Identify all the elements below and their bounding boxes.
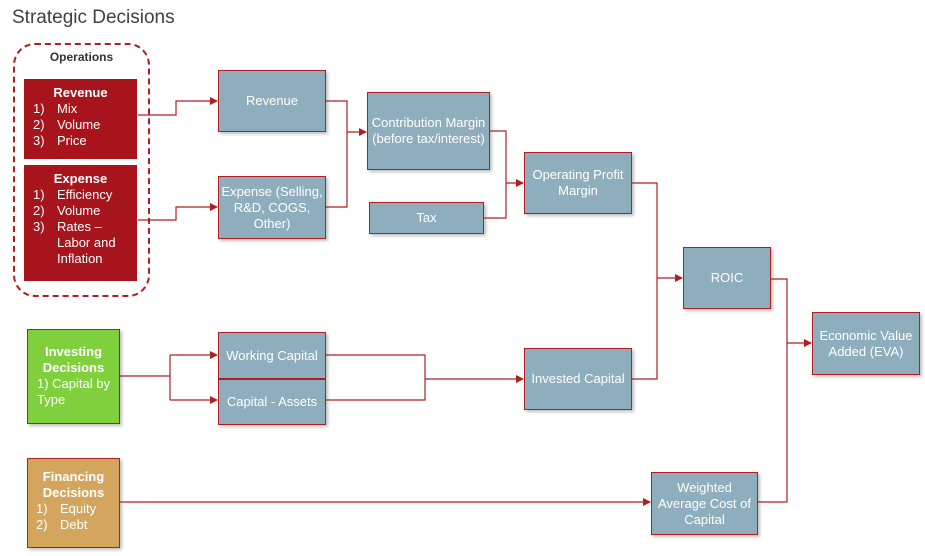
list-item: 1)Efficiency bbox=[33, 187, 113, 202]
connector-revenue-to-cm bbox=[326, 100, 348, 208]
investing-decisions-heading: Investing Decisions bbox=[42, 344, 105, 375]
list-item: 2)Volume bbox=[33, 117, 101, 132]
list-item: 1)Equity bbox=[36, 501, 97, 516]
connector-tax-to-opm bbox=[484, 183, 507, 219]
connector-roic-wacc-to-eva bbox=[758, 278, 788, 503]
list-item: 2)Volume bbox=[33, 203, 101, 218]
list-item: 3)Price bbox=[33, 133, 87, 148]
list-item: 1)Mix bbox=[33, 101, 78, 116]
connector-opm-ic-to-roic bbox=[632, 182, 658, 380]
connector-revenue-driver bbox=[138, 97, 218, 116]
invested-capital-node: Invested Capital bbox=[524, 348, 632, 410]
tax-node: Tax bbox=[369, 202, 484, 234]
connector-cm-to-opm bbox=[490, 130, 524, 187]
contribution-margin-node: Contribution Margin (before tax/interest… bbox=[367, 92, 490, 170]
financing-decisions-heading: Financing Decisions bbox=[42, 469, 105, 500]
eva-node: Economic Value Added (EVA) bbox=[812, 312, 920, 375]
revenue-driver-heading: Revenue bbox=[53, 85, 108, 100]
operations-group bbox=[13, 43, 150, 297]
expense-driver-heading: Expense bbox=[53, 171, 108, 186]
working-capital-node: Working Capital bbox=[218, 332, 326, 379]
revenue-driver-box: Revenue 1)Mix 2)Volume 3)Price bbox=[23, 78, 138, 160]
connector-wc-ca-to-ic bbox=[326, 354, 426, 401]
operating-profit-margin-node: Operating Profit Margin bbox=[524, 152, 632, 214]
connector-expense-driver bbox=[138, 203, 218, 221]
capital-assets-node: Capital - Assets bbox=[218, 379, 326, 425]
list-item: 2)Debt bbox=[36, 517, 88, 532]
investing-decisions-box: Investing Decisions 1) Capital by Type bbox=[27, 329, 120, 424]
roic-node: ROIC bbox=[683, 247, 771, 309]
expense-driver-box: Expense 1)Efficiency 2)Volume 3)Rates – … bbox=[23, 164, 138, 282]
list-item: 3)Rates – Labor and Inflation bbox=[33, 219, 116, 266]
revenue-node: Revenue bbox=[218, 70, 326, 132]
investing-decisions-item: 1) Capital by Type bbox=[37, 376, 110, 407]
page-title: Strategic Decisions bbox=[12, 7, 175, 28]
financing-decisions-box: Financing Decisions 1)Equity 2)Debt bbox=[27, 458, 120, 548]
wacc-node: Weighted Average Cost of Capital bbox=[651, 472, 758, 535]
operations-title: Operations bbox=[49, 50, 114, 64]
expense-node: Expense (Selling, R&D, COGS, Other) bbox=[218, 176, 326, 239]
